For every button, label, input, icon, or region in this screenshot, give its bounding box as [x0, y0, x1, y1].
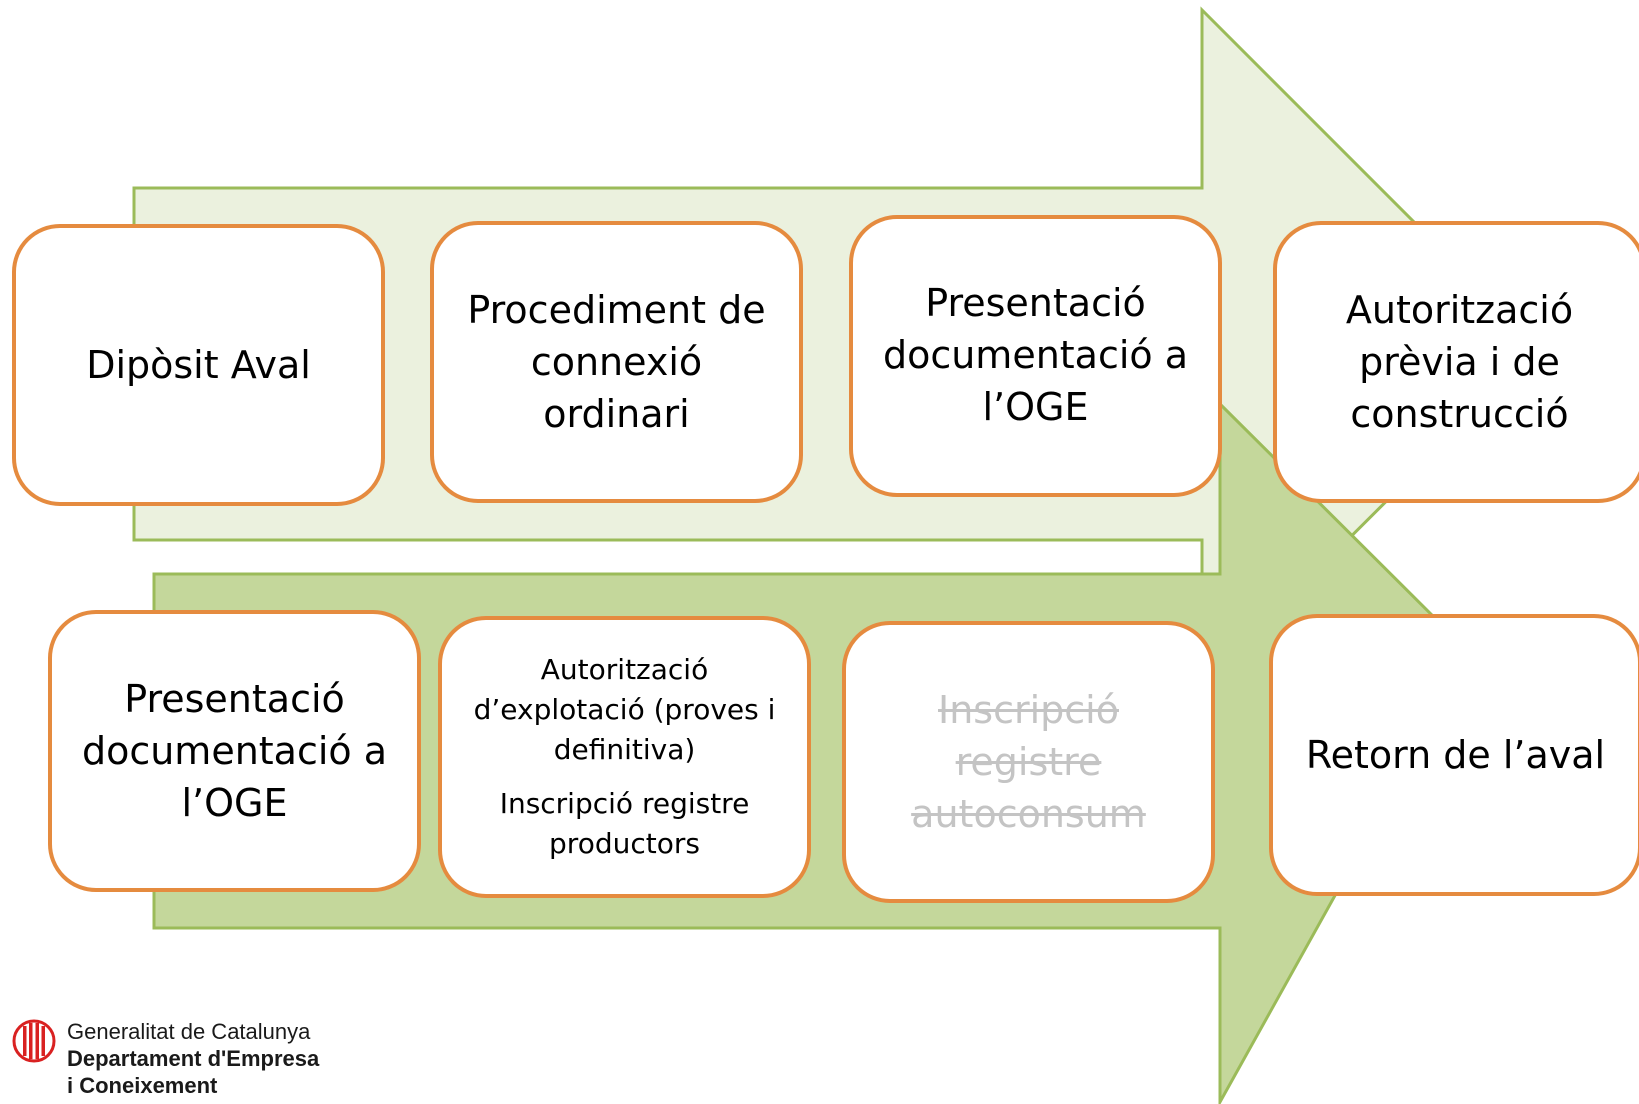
- step-line: ordinari: [543, 392, 690, 436]
- step-line: Retorn de l’aval: [1305, 733, 1606, 777]
- step-line: connexió: [530, 340, 703, 384]
- step-line: Procediment de: [467, 288, 766, 332]
- step-diposit-aval: Dipòsit Aval: [12, 224, 385, 506]
- step-line: d’explotació (proves i: [473, 693, 776, 726]
- step-line: Presentació: [925, 281, 1146, 325]
- generalitat-shield-icon: [12, 1019, 56, 1063]
- step-line: Autorització: [540, 653, 709, 686]
- step-retorn-aval: Retorn de l’aval: [1269, 614, 1639, 896]
- step-presentacio-oge-bottom: Presentació documentació a l’OGE: [48, 610, 421, 892]
- step-line: Dipòsit Aval: [86, 343, 311, 387]
- step-line: Autorització: [1345, 288, 1574, 332]
- step-line: documentació a: [81, 729, 388, 773]
- step-line: Inscripció: [938, 688, 1119, 732]
- logo-line-generalitat: Generalitat de Catalunya: [67, 1019, 311, 1044]
- step-procediment-connexio: Procediment de connexió ordinari: [430, 221, 803, 503]
- step-line: Inscripció registre: [499, 787, 750, 820]
- step-line: l’OGE: [982, 385, 1089, 429]
- step-line: registre: [955, 740, 1102, 784]
- top-arrow: [132, 6, 1543, 689]
- step-autoritzacio-explotacio: Autorització d’explotació (proves i defi…: [438, 616, 811, 898]
- step-line: l’OGE: [181, 781, 288, 825]
- step-paragraph: Inscripció registre productors: [500, 784, 750, 864]
- logo-text: Generalitat de Catalunya Departament d'E…: [67, 1018, 319, 1099]
- step-line: definitiva): [553, 733, 696, 766]
- step-autoritzacio-previa: Autorització prèvia i de construcció: [1273, 221, 1639, 503]
- logo-line-departament: Departament d'Empresa: [67, 1046, 320, 1071]
- step-line: construcció: [1350, 392, 1569, 436]
- step-line: autoconsum: [911, 792, 1146, 836]
- step-line: documentació a: [882, 333, 1189, 377]
- logo-line-coneixement: i Coneixement: [67, 1073, 218, 1098]
- step-line: productors: [549, 827, 700, 860]
- step-line: prèvia i de: [1359, 340, 1560, 384]
- step-inscripcio-autoconsum: Inscripció registre autoconsum: [842, 621, 1215, 903]
- step-paragraph: Autorització d’explotació (proves i defi…: [474, 650, 776, 770]
- step-presentacio-oge-top: Presentació documentació a l’OGE: [849, 215, 1222, 497]
- step-line: Presentació: [124, 677, 345, 721]
